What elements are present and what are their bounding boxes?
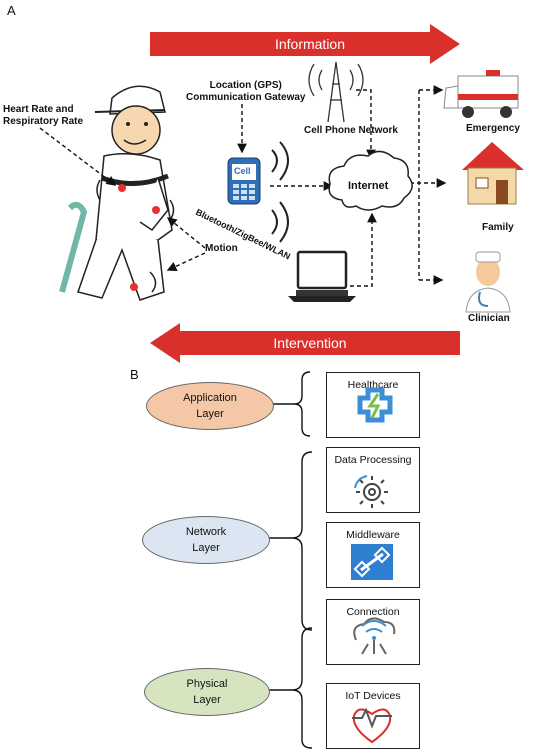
family-label: Family [482,222,514,233]
cell-network-label: Cell Phone Network [304,125,398,136]
panel-a-label: A [7,3,16,18]
panel-b-label: B [130,367,139,382]
physical-brace [291,627,313,749]
tower-to-internet-arrow [356,89,376,160]
data-processing-box: Data Processing [326,447,420,513]
middleware-box-label: Middleware [346,529,400,541]
emergency-label: Emergency [466,123,520,134]
intervention-arrow [150,323,460,363]
gps-label: Location (GPS) Communication Gateway [186,80,306,103]
middleware-box: Middleware [326,522,420,588]
information-arrow-label: Information [274,36,346,52]
iot-devices-box-label: IoT Devices [345,690,401,702]
connection-box: Connection [326,599,420,665]
hr-arrow [39,127,117,186]
information-arrow [150,24,460,64]
motion-arrow-2 [166,252,206,271]
laptop-icon [288,250,356,302]
cell-phone-icon [227,141,289,243]
physical-layer: Physical Layer [144,668,270,716]
iot-devices-box: IoT Devices [326,683,420,749]
app-brace [293,371,311,437]
intervention-arrow-label: Intervention [273,335,347,351]
internet-cloud-icon [328,150,413,211]
laptop-to-internet-arrow [350,212,377,287]
network-layer: Network Layer [142,516,270,564]
healthcare-box: Healthcare [326,372,420,438]
network-brace [291,451,313,631]
clinician-label: Clinician [468,313,510,324]
healthcare-box-label: Healthcare [347,379,399,391]
application-layer-label: Application Layer [183,392,237,420]
clinician-icon [465,251,511,313]
motion-arrow-1 [166,217,206,249]
house-icon [462,142,524,205]
data-processing-box-label: Data Processing [334,454,412,466]
physical-layer-label: Physical Layer [186,678,228,706]
internet-label: Internet [348,180,389,192]
connection-box-label: Connection [346,606,400,618]
cell-text: Cell [234,166,251,176]
ambulance-icon [443,70,519,118]
heart-rate-label: Heart Rate and Respiratory Rate [3,104,84,127]
motion-label: Motion [205,243,238,254]
cell-tower-icon [308,61,364,123]
application-layer: Application Layer [146,382,274,430]
network-layer-label: Network Layer [185,526,227,554]
